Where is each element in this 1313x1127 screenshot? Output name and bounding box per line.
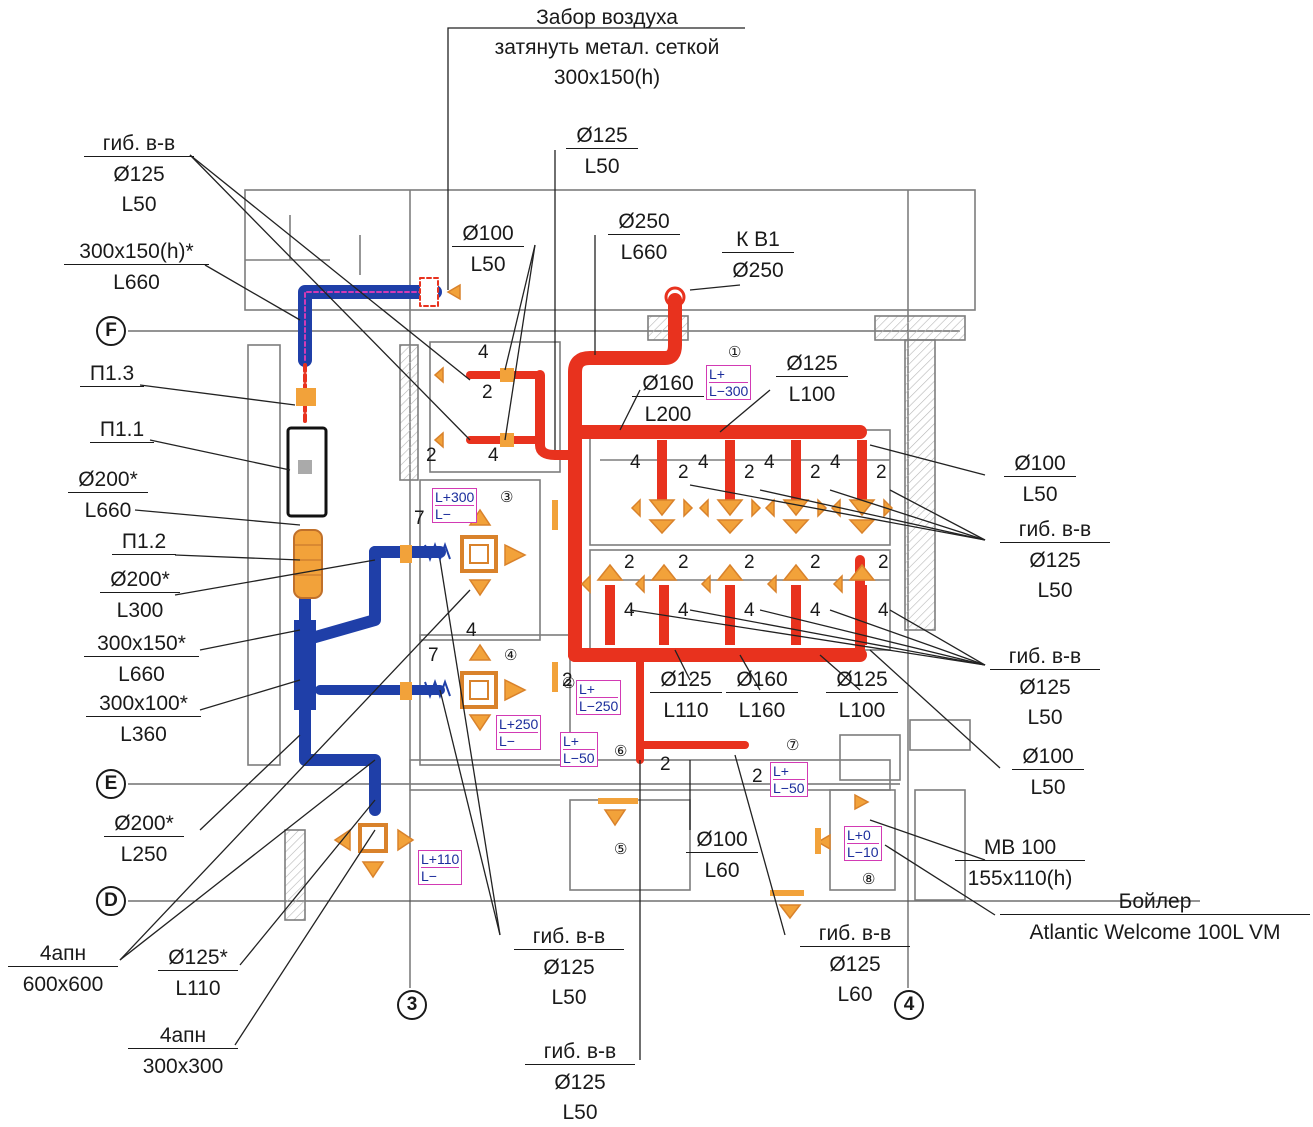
axis-3: 3 [397,990,427,1020]
fitting-number: 2 [876,462,887,483]
fitting-number: 4 [624,600,635,621]
balance-tag-7: L+L−50 [770,762,808,797]
room-1: ① [728,344,742,361]
room-2: ② [562,675,576,692]
fitting-number: 2 [744,552,755,573]
room-5: ⑤ [614,841,628,858]
room-8: ⑧ [862,871,876,888]
label-duct-300x150-top: 300x150(h)*L660 [64,240,209,295]
fitting-number: 4 [764,452,775,473]
balance-tag-2: L+L−250 [576,680,622,715]
fitting-number: 2 [678,552,689,573]
fitting-number: 4 [488,445,499,466]
axis-F: F [96,316,126,346]
label-d200-l660: Ø200*L660 [68,468,148,523]
label-p13: П1.3 [80,362,144,387]
upper-diffusers [657,440,867,505]
fitting-number: 2 [624,552,635,573]
fitting-number: 4 [678,600,689,621]
fitting-number: 4 [878,600,889,621]
fitting-number: 2 [482,382,493,403]
fitting-number: 4 [478,342,489,363]
fitting-number: 4 [830,452,841,473]
fitting-number: 4 [466,620,477,641]
room-3: ③ [500,489,514,506]
room-6: ⑥ [614,743,628,760]
fitting-number: 2 [810,462,821,483]
fitting-number: 2 [678,462,689,483]
balance-tag-1: L+L−300 [706,365,752,400]
label-duct-300x150-mid: 300x150*L660 [84,632,199,687]
fitting-number: 4 [630,452,641,473]
label-p11: П1.1 [90,418,154,443]
fitting-number: 4 [744,600,755,621]
leader-lines [119,27,1001,1060]
label-p12: П1.2 [112,530,176,555]
axis-D: D [96,886,126,916]
fitting-number: 2 [426,445,437,466]
fitting-number: 7 [414,508,425,529]
lower-diffusers [605,585,867,645]
label-d200-l300: Ø200*L300 [100,568,180,623]
label-duct-300x100: 300x100*L360 [86,692,201,747]
fitting-number: 2 [752,766,763,787]
flex-connectors [424,542,451,699]
room-4: ④ [504,647,518,664]
fitting-number: 7 [428,645,439,666]
fitting-number: 2 [562,670,573,691]
fitting-number: 2 [660,754,671,775]
room-7: ⑦ [786,737,800,754]
fitting-number: 4 [810,600,821,621]
fitting-number: 2 [810,552,821,573]
fitting-number: 4 [698,452,709,473]
label-d125-l110-star: Ø125*L110 [158,946,238,1001]
balance-tag-6: L+L−50 [560,732,598,767]
fitting-number: 2 [744,462,755,483]
label-d200-l250: Ø200*L250 [104,812,184,867]
axis-E: E [96,769,126,799]
fitting-number: 2 [878,552,889,573]
exhaust-ducts [294,277,446,816]
walls [244,189,976,921]
axis-4: 4 [894,990,924,1020]
air-handling-unit [286,388,328,599]
